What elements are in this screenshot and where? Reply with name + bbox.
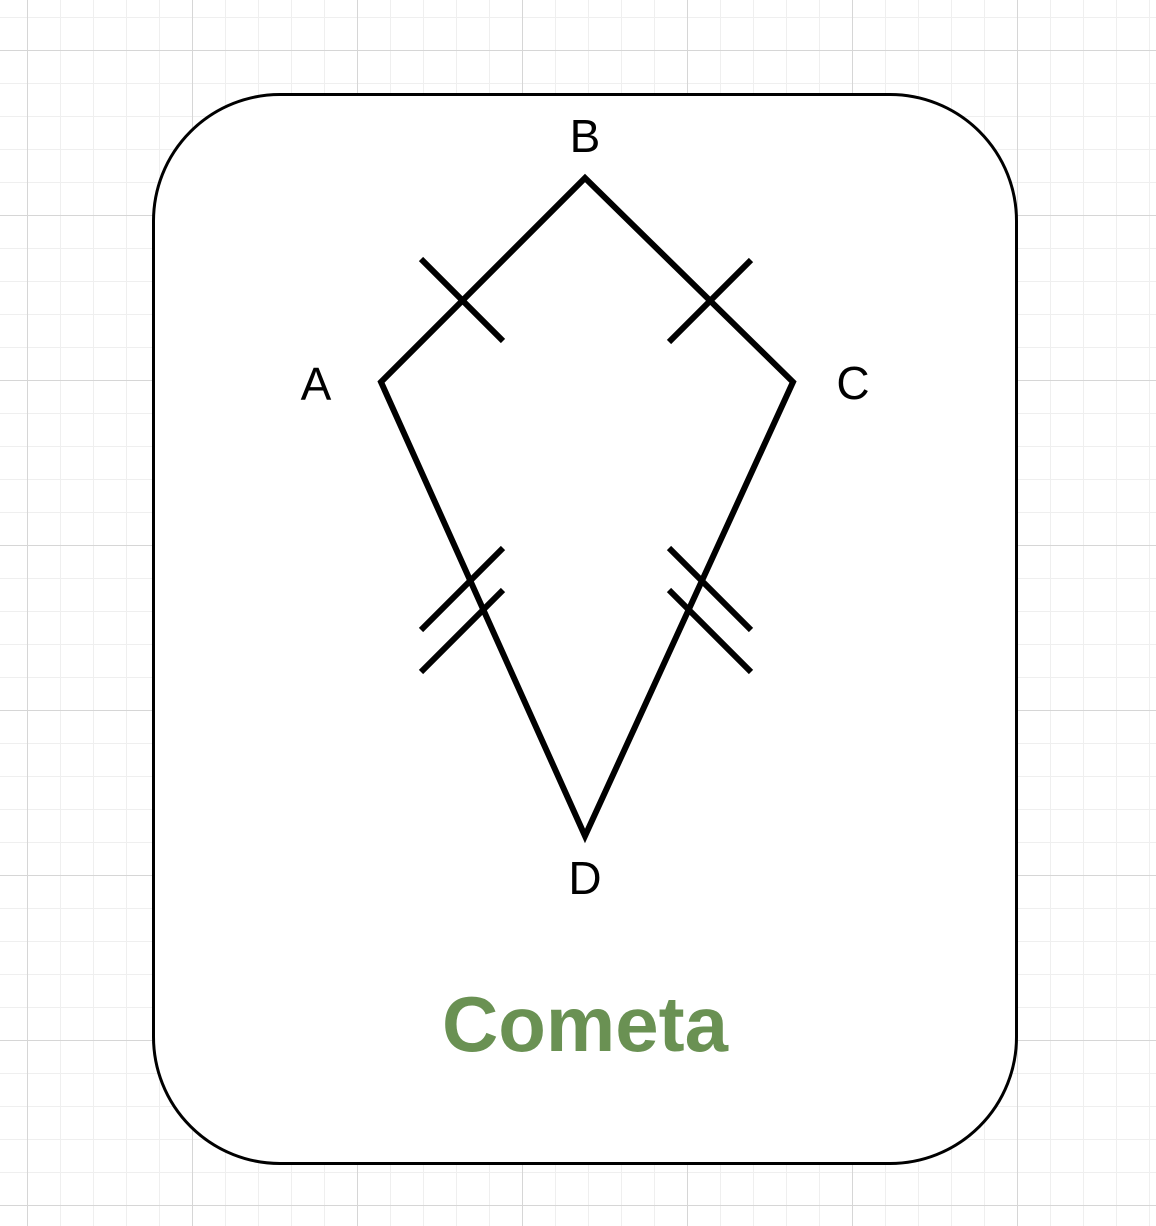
tick-bc bbox=[666, 257, 754, 345]
tick-ad-1 bbox=[418, 545, 506, 633]
vertex-label-a: A bbox=[300, 358, 332, 410]
vertex-label-c: C bbox=[836, 357, 870, 409]
tick-ad-2 bbox=[418, 587, 506, 675]
vertex-label-b: B bbox=[569, 110, 601, 162]
tick-cd-2 bbox=[666, 587, 754, 675]
tick-ab bbox=[418, 256, 506, 344]
vertex-label-d: D bbox=[568, 852, 602, 904]
kite-shape bbox=[377, 173, 797, 844]
tick-cd-1 bbox=[666, 545, 754, 633]
diagram-title: Cometa bbox=[441, 980, 729, 1068]
diagram-card bbox=[152, 93, 1018, 1165]
